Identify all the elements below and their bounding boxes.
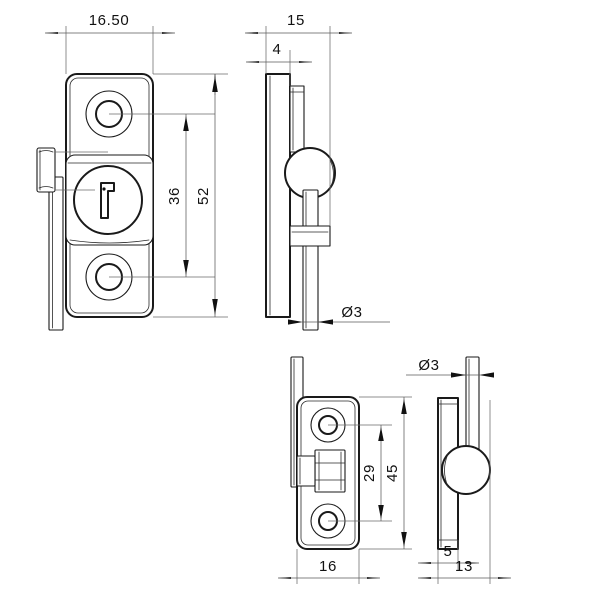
dimension-label-5: 5 bbox=[444, 543, 453, 560]
dimension-label-16-50: 16.50 bbox=[89, 12, 130, 29]
side-view-keeper-plate bbox=[437, 356, 491, 584]
dimension-label-dia3-side: Ø3 bbox=[341, 304, 362, 321]
key-cylinder bbox=[73, 165, 143, 235]
dimension-29: 29 bbox=[361, 425, 384, 521]
dimension-label-16: 16 bbox=[319, 558, 337, 575]
dimension-5: 5 bbox=[418, 543, 479, 564]
dimension-16-50: 16.50 bbox=[45, 12, 175, 34]
side-body-lower-step bbox=[289, 225, 331, 247]
dimension-label-13: 13 bbox=[455, 558, 473, 575]
keeper-catch-block bbox=[314, 449, 346, 493]
dimension-36: 36 bbox=[166, 114, 189, 277]
dimension-52: 52 bbox=[195, 74, 218, 317]
dimension-4: 4 bbox=[246, 41, 312, 63]
dimension-label-15: 15 bbox=[287, 12, 305, 29]
dimension-13: 13 bbox=[418, 558, 511, 579]
keyhole-slot bbox=[100, 182, 115, 219]
keeper-side-tab bbox=[296, 455, 316, 487]
dimension-dia3-side: Ø3 bbox=[288, 304, 390, 325]
side-back-plate bbox=[265, 73, 291, 318]
handle-lever-bar bbox=[48, 176, 64, 331]
dimension-16: 16 bbox=[278, 558, 380, 579]
dimension-label-52: 52 bbox=[195, 187, 212, 205]
side-view-lock-body bbox=[265, 26, 336, 331]
dimension-45: 45 bbox=[384, 397, 407, 549]
dimension-label-36: 36 bbox=[166, 187, 183, 205]
keeper-side-boss bbox=[441, 445, 491, 495]
dimension-label-dia3-keeper: Ø3 bbox=[418, 357, 439, 374]
dimension-dia3-keeper: Ø3 bbox=[406, 357, 494, 378]
dimension-label-45: 45 bbox=[384, 464, 401, 482]
dimension-label-4: 4 bbox=[273, 41, 282, 58]
latch-block bbox=[36, 147, 56, 193]
front-view-keeper-plate bbox=[290, 356, 412, 584]
front-view-lock-body bbox=[36, 26, 228, 331]
dimension-label-29: 29 bbox=[361, 464, 378, 482]
dimension-15: 15 bbox=[245, 12, 352, 34]
side-body-upper-step bbox=[289, 85, 305, 153]
side-handle-rod bbox=[302, 189, 319, 331]
